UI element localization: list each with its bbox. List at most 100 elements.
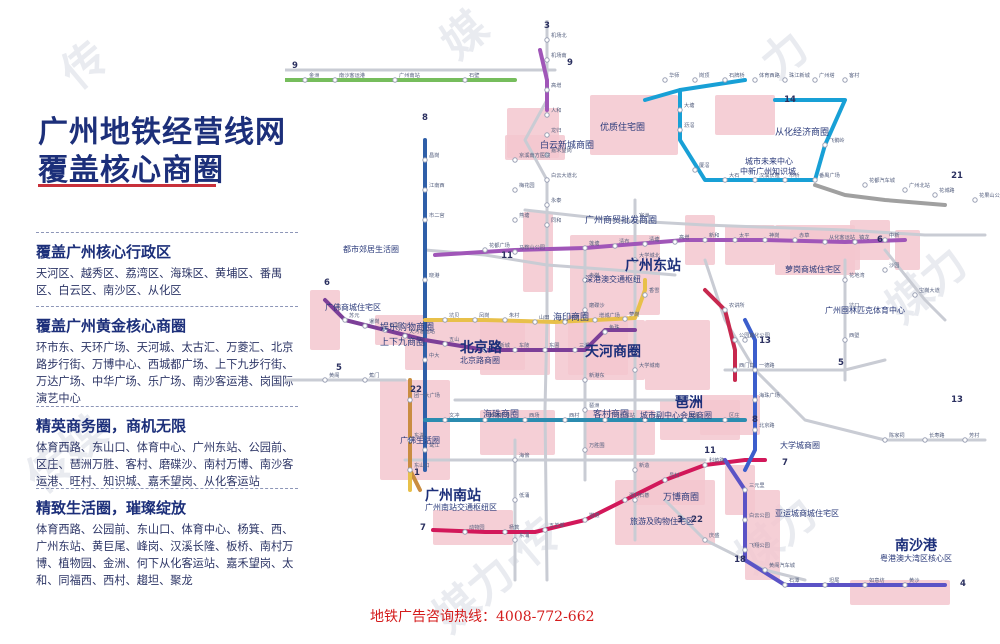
station-name: 中新 <box>889 231 899 239</box>
station-name: 磨碟沙 <box>589 301 605 309</box>
station-name: 海珠广场 <box>759 391 780 399</box>
zone-label: 都市郊居生活圈 <box>343 244 399 254</box>
zone-label: 从化经济商圈 <box>775 126 829 138</box>
line-number: 1 <box>414 468 420 478</box>
station-dot <box>742 547 748 553</box>
station-dot <box>362 377 368 383</box>
station-dot <box>862 182 868 188</box>
station-dot <box>752 367 758 373</box>
station-dot <box>422 277 428 283</box>
station-dot <box>682 417 688 423</box>
zone-label: 亚运城商城住宅区 <box>775 508 839 518</box>
business-zone <box>433 510 513 545</box>
station-dot <box>442 341 448 347</box>
section-heading: 覆盖广州黄金核心商圈 <box>36 317 187 335</box>
station-dot <box>582 245 588 251</box>
station-name: 坑贝 <box>449 311 459 319</box>
station-dot <box>742 517 748 523</box>
station-dot <box>842 337 848 343</box>
business-zone <box>555 320 645 380</box>
station-dot <box>842 277 848 283</box>
station-name: 广州火车站 <box>609 411 635 419</box>
station-dot <box>632 217 638 223</box>
station-name: 一德路 <box>759 361 775 369</box>
station-name: 南沙客运港 <box>339 71 366 79</box>
station-dot <box>822 582 828 588</box>
station-dot <box>762 567 768 573</box>
station-name: 广州南站 <box>399 71 420 79</box>
station-dot <box>792 237 798 243</box>
station-dot <box>852 239 858 245</box>
station-dot <box>562 417 568 423</box>
station-name: 琶洲 <box>589 402 599 409</box>
zone-label: 北京路商圈 <box>460 355 500 365</box>
station-dot <box>582 377 588 383</box>
station-name: 广州北站 <box>909 181 930 189</box>
station-name: 大学城北 <box>639 251 661 259</box>
zone-label: 萝岗商城住宅区 <box>785 264 841 274</box>
section-body: 天河区、越秀区、荔湾区、海珠区、黄埔区、番禺区、白云区、南沙区、从化区 <box>36 267 283 297</box>
zone-label: 广州商贸批发商圈 <box>585 214 657 226</box>
station-name: 黄阁汽车城 <box>769 561 796 569</box>
station-dot <box>722 307 728 313</box>
station-name: 新港东 <box>589 371 605 379</box>
station-name: 石牌桥 <box>729 71 745 79</box>
station-name: 低涌 <box>519 491 529 499</box>
station-dot <box>932 192 938 198</box>
section-heading: 精致生活圈，璀璨绽放 <box>36 499 187 517</box>
station-dot <box>544 222 550 228</box>
station-dot <box>902 187 908 193</box>
metro-stations: 机场北机场南高增人和龙归嘉禾望岗白云大道北永泰同和京溪南方医院梅花园燕塘华师岗顶… <box>302 31 1000 588</box>
station-name: 华景新城 <box>489 341 511 349</box>
station-name: 大石 <box>729 171 739 179</box>
zone-label: 琶洲 <box>675 395 703 411</box>
line-number: 13 <box>951 395 963 405</box>
station-name: 石碁 <box>639 491 650 499</box>
business-zone <box>380 380 450 480</box>
business-zone <box>590 95 678 155</box>
station-dot <box>752 77 758 83</box>
metro-line <box>663 498 807 582</box>
station-dot <box>582 407 588 413</box>
zone-label: 中新广州知识城 <box>740 166 796 176</box>
station-name: 钟岗 <box>569 313 579 321</box>
station-dot <box>582 277 588 283</box>
station-dot <box>752 427 758 433</box>
station-name: 白云公园 <box>749 511 770 519</box>
station-name: 清布 <box>619 237 629 245</box>
zone-label: 上下九商圈 <box>380 336 425 348</box>
station-name: 车陂 <box>519 341 529 349</box>
station-name: 长寿路 <box>929 431 945 439</box>
station-dot <box>642 417 648 423</box>
station-name: 市桥 <box>789 171 800 179</box>
zone-label: 客村商圈 <box>593 408 629 420</box>
station-name: 番禺广场 <box>819 171 840 179</box>
station-dot <box>512 457 518 463</box>
station-name: 海傍 <box>519 451 529 459</box>
station-name: 花都汽车城 <box>869 176 896 184</box>
title-underline <box>38 184 216 187</box>
zone-label: 旅游及购物住宅区 <box>630 516 694 526</box>
station-name: 赤草 <box>799 231 809 239</box>
zone-label: 广州东站 <box>625 257 681 274</box>
station-dot <box>632 257 638 263</box>
business-zone <box>745 490 780 580</box>
info-panel: 广州地铁经营线网 覆盖核心商圈 覆盖广州核心行政区 天河区、越秀区、荔湾区、海珠… <box>0 0 300 625</box>
line-number: 22 <box>691 515 703 525</box>
station-dot <box>512 497 518 503</box>
station-dot <box>462 77 468 83</box>
line-number: 5 <box>838 358 844 368</box>
station-dot <box>622 497 628 503</box>
station-dot <box>544 202 550 208</box>
station-dot <box>662 477 668 483</box>
section-divider <box>36 232 298 233</box>
station-name: 宝岗大道 <box>919 286 940 294</box>
station-name: 动物园 <box>469 523 485 531</box>
station-dot <box>512 537 518 543</box>
line-number: 11 <box>704 446 716 456</box>
station-dot <box>922 437 928 443</box>
station-name: 公园前 <box>739 331 755 339</box>
zone-label: 万博商圈 <box>663 491 699 503</box>
station-name: 京溪南方医院 <box>519 151 551 159</box>
station-dot <box>422 447 428 453</box>
